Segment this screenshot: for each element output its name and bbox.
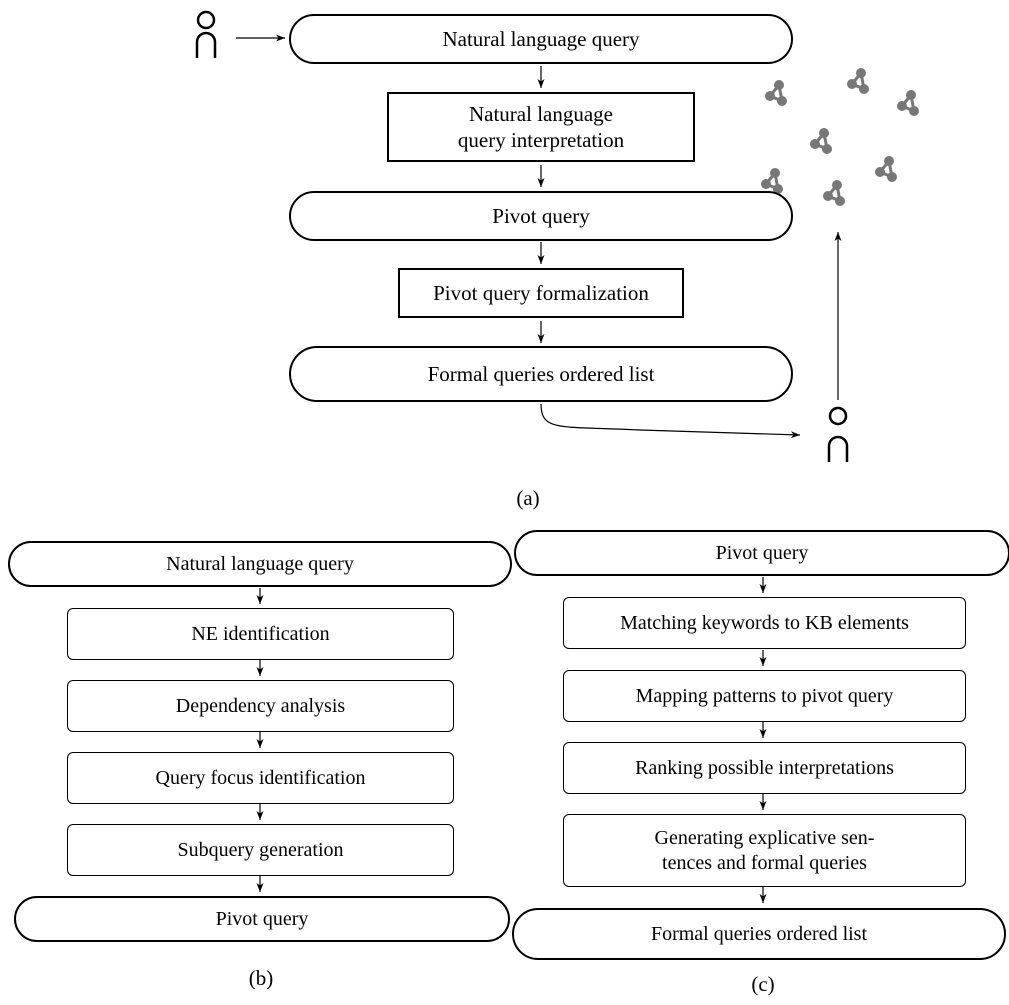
node-c-ranking: Ranking possible interpretations <box>563 742 966 794</box>
node-a-pivot-query: Pivot query <box>289 191 793 241</box>
node-a-nl-interpretation: Natural language query interpretation <box>387 92 695 162</box>
node-b-ne-identification-label: NE identification <box>191 622 330 645</box>
node-c-mapping-label: Mapping patterns to pivot query <box>635 684 894 707</box>
node-c-generating: Generating explicative sen- tences and f… <box>563 814 966 887</box>
node-b-ne-identification: NE identification <box>67 608 454 660</box>
node-b-focus-identification: Query focus identification <box>67 752 454 804</box>
node-a-formal-list: Formal queries ordered list <box>289 346 793 402</box>
panel-a-label: (a) <box>516 486 540 510</box>
node-a-pivot-formalization: Pivot query formalization <box>398 268 684 318</box>
node-a-nl-query: Natural language query <box>289 14 793 64</box>
node-c-generating-line1: Generating explicative sen- <box>654 826 875 849</box>
node-c-formal-list-label: Formal queries ordered list <box>650 922 868 945</box>
panel-c-label: (c) <box>751 972 775 996</box>
node-c-generating-line2: tences and formal queries <box>662 851 867 874</box>
user-icon-output <box>827 406 849 462</box>
node-b-dependency-analysis: Dependency analysis <box>67 680 454 732</box>
node-a-pivot-formalization-label: Pivot query formalization <box>433 280 649 305</box>
node-c-ranking-label: Ranking possible interpretations <box>635 756 894 779</box>
node-a-nl-interpretation-line1: Natural language <box>468 101 614 126</box>
node-c-pivot-query-label: Pivot query <box>715 541 809 564</box>
node-b-dependency-analysis-label: Dependency analysis <box>175 694 346 717</box>
knowledge-base-icon <box>759 66 921 208</box>
node-b-subquery-generation: Subquery generation <box>67 824 454 876</box>
node-a-formal-list-label: Formal queries ordered list <box>427 361 655 386</box>
node-a-pivot-query-label: Pivot query <box>492 203 590 228</box>
node-c-matching-label: Matching keywords to KB elements <box>620 611 909 634</box>
node-a-nl-query-label: Natural language query <box>442 26 640 51</box>
node-a-nl-interpretation-line2: query interpretation <box>457 128 625 152</box>
panel-b-label: (b) <box>248 966 274 990</box>
node-b-pivot-query: Pivot query <box>14 896 510 942</box>
node-b-focus-identification-label: Query focus identification <box>155 766 366 789</box>
node-c-formal-list: Formal queries ordered list <box>512 908 1006 960</box>
node-b-subquery-generation-label: Subquery generation <box>177 838 344 861</box>
arrow-list-to-user <box>540 403 801 439</box>
node-c-mapping: Mapping patterns to pivot query <box>563 670 966 722</box>
node-c-pivot-query: Pivot query <box>514 530 1009 576</box>
node-b-pivot-query-label: Pivot query <box>215 907 309 930</box>
node-c-matching: Matching keywords to KB elements <box>563 597 966 649</box>
user-icon-input <box>195 10 217 58</box>
node-b-nl-query: Natural language query <box>8 541 512 587</box>
node-b-nl-query-label: Natural language query <box>166 552 354 575</box>
